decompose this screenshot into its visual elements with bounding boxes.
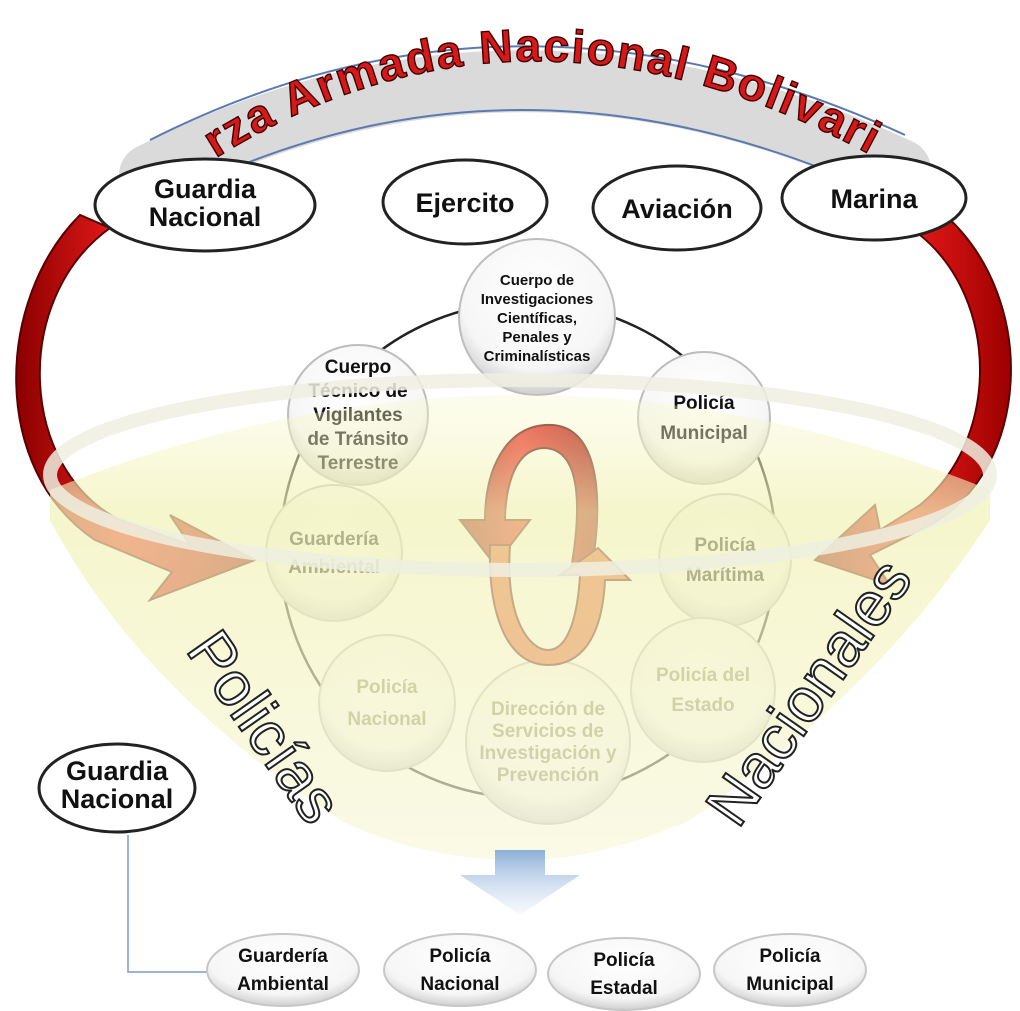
ring-node-label: Cuerpo de: [500, 272, 574, 289]
ring-node-label: Científicas,: [497, 310, 577, 327]
force-marina: Marina: [780, 154, 968, 242]
ring-node-label: Penales y: [502, 329, 572, 346]
funnel-shape: [50, 395, 990, 860]
bottom-node-label: Municipal: [746, 974, 834, 995]
force-guardia-nacional: Guardia Nacional: [93, 157, 317, 253]
down-arrow: [460, 850, 580, 915]
title-arc-outline-outer: [149, 45, 906, 141]
guard-connector: [127, 835, 212, 973]
bottom-row: GuarderíaAmbientalPolicíaNacionalPolicía…: [206, 933, 867, 1011]
guard-node: Guardia Nacional: [37, 742, 197, 834]
ring-node-label: Investigaciones: [481, 291, 594, 308]
title-arc-band: [119, 50, 931, 206]
force-ejercito: Ejercito: [381, 158, 549, 246]
bottom-node-oval: [383, 933, 537, 1007]
bottom-node-label: Ambiental: [237, 974, 329, 995]
ring-node-circle: [458, 238, 616, 396]
title-arc-outline-inner: [164, 109, 896, 201]
bottom-node-label: Guardería: [238, 946, 328, 967]
funnel-rim: [43, 373, 997, 577]
bottom-node-oval: [206, 933, 360, 1007]
ring-node-label: Criminalísticas: [484, 348, 591, 365]
bottom-node-label: Policía: [593, 950, 655, 971]
force-label: Aviación: [621, 194, 733, 224]
guard-node-label: Guardia: [66, 756, 169, 786]
force-aviacion: Aviación: [591, 164, 763, 252]
guard-node-label: Nacional: [61, 784, 174, 814]
force-label: Nacional: [149, 202, 262, 232]
force-label: Ejercito: [415, 188, 514, 218]
bottom-node-label: Estadal: [590, 978, 658, 999]
bottom-node-label: Policía: [429, 946, 491, 967]
ring-node-label: Cuerpo: [325, 357, 392, 378]
force-label: Marina: [830, 184, 918, 214]
bottom-node-label: Policía: [759, 946, 821, 967]
force-label: Guardia: [154, 174, 257, 204]
bottom-node-oval: [547, 937, 701, 1011]
bottom-node-label: Nacional: [420, 974, 499, 995]
bottom-node-oval: [713, 933, 867, 1007]
